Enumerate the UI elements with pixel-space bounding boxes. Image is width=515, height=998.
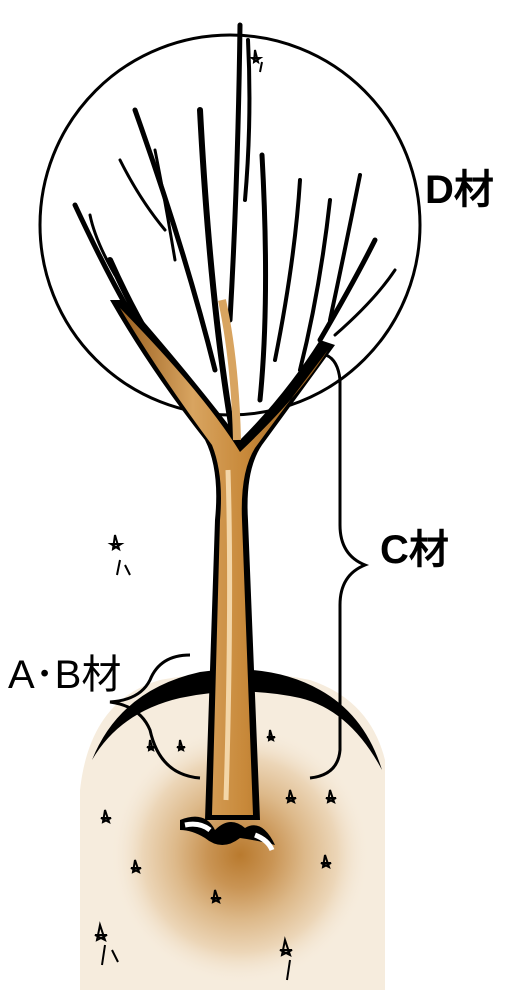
label-d-grade: D材 xyxy=(425,168,494,212)
label-ab-grade: A･B材 xyxy=(8,653,121,697)
label-c-grade: C材 xyxy=(380,528,449,572)
